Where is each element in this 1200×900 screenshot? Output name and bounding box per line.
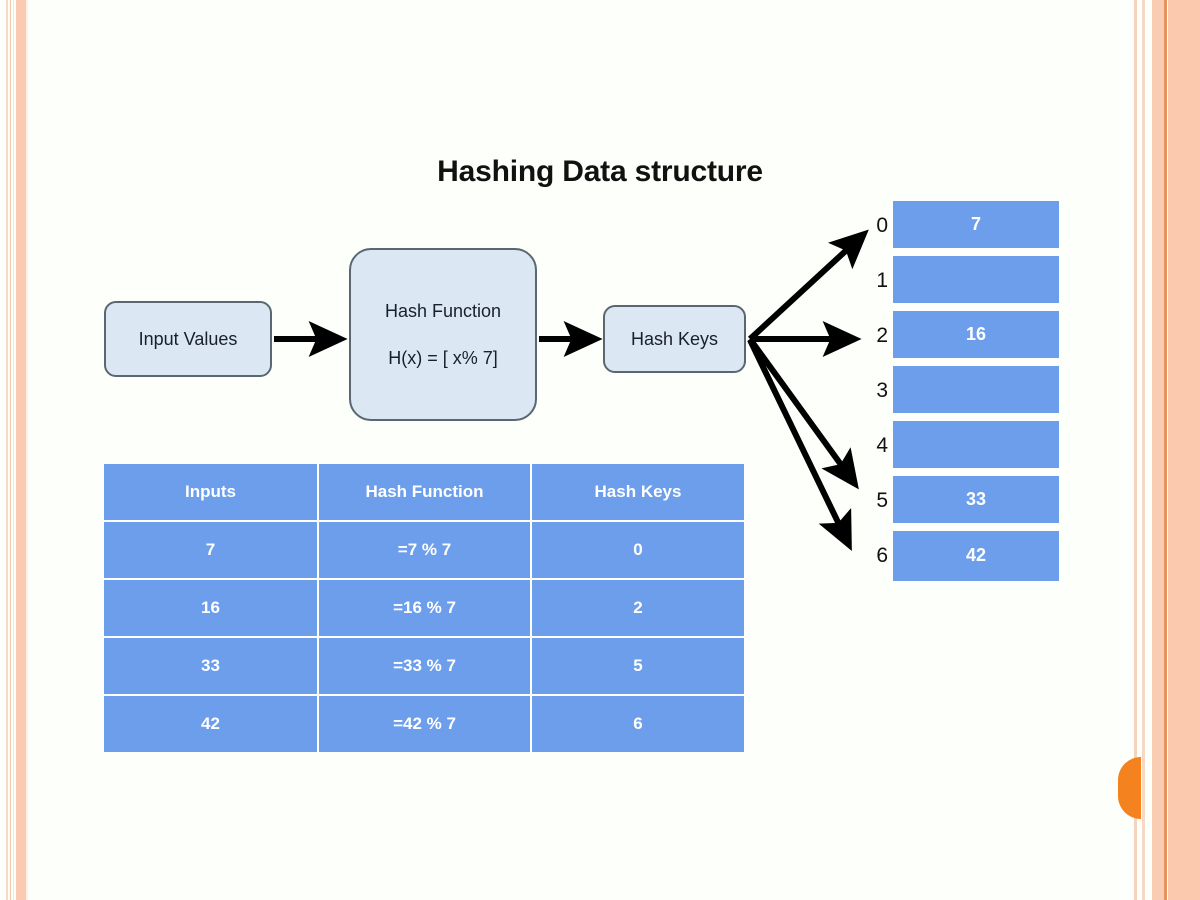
table-header-row: Inputs Hash Function Hash Keys: [104, 464, 744, 522]
table-row: 42 =42 % 7 6: [104, 695, 744, 752]
hash-function-box: Hash Function H(x) = [ x% 7]: [349, 248, 537, 421]
border-stripe: [10, 0, 11, 900]
mapping-table: Inputs Hash Function Hash Keys 7 =7 % 7 …: [104, 464, 744, 752]
border-stripe: [13, 0, 14, 900]
hash-keys-label: Hash Keys: [630, 328, 719, 349]
border-stripe: [1142, 0, 1145, 900]
slot-value: [893, 365, 1059, 416]
slot-value: 42: [893, 530, 1059, 581]
cell-hash-function: =33 % 7: [318, 637, 532, 696]
cell-hash-function: =7 % 7: [318, 521, 532, 580]
border-stripe: [1152, 0, 1164, 900]
left-border-decoration: [0, 0, 30, 900]
border-stripe: [6, 0, 8, 900]
slot-index-label: 2: [876, 323, 888, 347]
cell-hash-key: 2: [531, 579, 744, 638]
table-row: 7 =7 % 7 0: [104, 521, 744, 580]
slot-index-label: 4: [876, 433, 888, 457]
slot-value: 7: [893, 200, 1059, 251]
slot-value: [893, 255, 1059, 306]
hash-slot-1: 1: [860, 253, 1060, 308]
bullet-half-circle-icon: [1118, 757, 1141, 819]
slot-value: 33: [893, 475, 1059, 526]
column-header-inputs: Inputs: [104, 464, 319, 522]
slot-index-label: 1: [876, 268, 888, 292]
hash-table: 0 7 1 2 16 3 4 5 33 6 42: [860, 198, 1060, 582]
cell-hash-key: 6: [531, 695, 744, 752]
arrow-to-slot-6-icon: [747, 338, 852, 551]
cell-input: 42: [104, 695, 319, 752]
slot-value: [893, 420, 1059, 471]
cell-input: 16: [104, 579, 319, 638]
border-stripe: [1168, 0, 1200, 900]
border-stripe: [26, 0, 28, 900]
border-stripe: [16, 0, 26, 900]
slot-value: 16: [893, 310, 1059, 361]
hash-slot-3: 3: [860, 363, 1060, 418]
slot-index-label: 3: [876, 378, 888, 402]
slot-index-label: 5: [876, 488, 888, 512]
table-row: 16 =16 % 7 2: [104, 579, 744, 638]
column-header-hash-function: Hash Function: [318, 464, 532, 522]
input-values-label: Input Values: [138, 328, 238, 349]
cell-hash-function: =42 % 7: [318, 695, 532, 752]
column-header-hash-keys: Hash Keys: [531, 464, 744, 522]
hash-slot-0: 0 7: [860, 198, 1060, 253]
hash-slot-6: 6 42: [860, 528, 1060, 583]
cell-input: 7: [104, 521, 319, 580]
slot-index-label: 0: [876, 213, 888, 237]
hash-keys-box: Hash Keys: [603, 305, 746, 373]
table-row: 33 =33 % 7 5: [104, 637, 744, 696]
arrow-to-slot-0-icon: [747, 229, 869, 342]
hash-slot-2: 2 16: [860, 308, 1060, 363]
hash-function-label: Hash Function: [384, 300, 502, 321]
hash-slot-4: 4: [860, 418, 1060, 473]
cell-hash-key: 0: [531, 521, 744, 580]
cell-hash-function: =16 % 7: [318, 579, 532, 638]
cell-input: 33: [104, 637, 319, 696]
input-values-box: Input Values: [104, 301, 272, 377]
cell-hash-key: 5: [531, 637, 744, 696]
border-stripe: [1164, 0, 1167, 900]
arrow-to-slot-5-icon: [747, 337, 859, 490]
page-title: Hashing Data structure: [437, 155, 763, 188]
slot-index-label: 6: [876, 543, 888, 567]
border-stripe: [1134, 0, 1137, 900]
hash-slot-5: 5 33: [860, 473, 1060, 528]
right-border-decoration: [1128, 0, 1200, 900]
hash-function-formula: H(x) = [ x% 7]: [388, 347, 498, 368]
